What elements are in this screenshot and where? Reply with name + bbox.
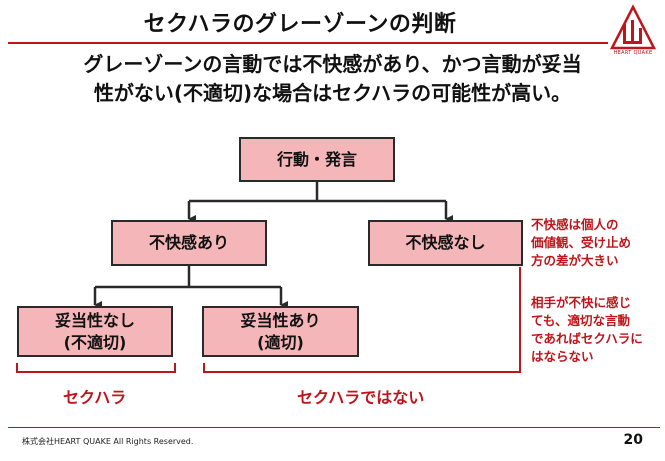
flow-box-sublabel: (適切): [257, 332, 304, 352]
flow-box-label: 行動・発言: [276, 149, 357, 169]
note-discomfort-varies: 不快感は個人の 価値観、受け止め 方の差が大きい: [531, 216, 631, 270]
bracket-harassment: [16, 363, 176, 373]
note-appropriate-not-harassment: 相手が不快に感じ ても、適切な言動 であればセクハラに はならない: [531, 294, 643, 366]
flow-box-label: 妥当性あり: [240, 310, 321, 330]
flow-box-sublabel: (不適切): [63, 332, 127, 352]
lead-statement: グレーゾーンの言動では不快感があり、かつ言動が妥当 性がない(不適切)な場合はセ…: [0, 50, 665, 108]
lead-line-2: 性がない(不適切)な場合はセクハラの可能性が高い。: [93, 81, 572, 105]
logo-wordmark: HEART QUAKE: [613, 50, 653, 56]
flow-box-discomfort-no: 不快感なし: [368, 220, 523, 266]
lead-line-1: グレーゾーンの言動では不快感があり、かつ言動が妥当: [83, 52, 582, 76]
result-not-harassment: セクハラではない: [297, 388, 425, 407]
flow-box-action-speech: 行動・発言: [239, 137, 395, 182]
flow-box-appropriateness-no: 妥当性なし (不適切): [17, 306, 173, 357]
title-underline: [8, 42, 608, 44]
copyright-text: 株式会社HEART QUAKE All Rights Reserved.: [22, 437, 194, 446]
footer-divider: [8, 427, 660, 428]
bracket-not-harassment: [203, 363, 521, 373]
page-number: 20: [623, 432, 643, 448]
page-title: セクハラのグレーゾーンの判断: [143, 12, 457, 37]
flow-box-appropriateness-yes: 妥当性あり (適切): [202, 306, 359, 357]
flow-box-label: 不快感あり: [148, 233, 229, 252]
result-harassment: セクハラ: [63, 388, 127, 407]
note-line: ても、適切な言動: [531, 313, 631, 328]
flow-box-label: 妥当性なし: [54, 310, 135, 330]
flow-box-label: 不快感なし: [405, 233, 486, 252]
heart-quake-logo-icon: [609, 4, 657, 50]
note-line: はならない: [531, 349, 594, 364]
flow-box-discomfort-yes: 不快感あり: [111, 220, 267, 266]
note-line: 価値観、受け止め: [531, 235, 632, 250]
note-line: 相手が不快に感じ: [531, 295, 632, 310]
note-line: 不快感は個人の: [531, 217, 619, 232]
note-line: 方の差が大きい: [531, 253, 619, 268]
note-line: であればセクハラに: [531, 331, 643, 346]
